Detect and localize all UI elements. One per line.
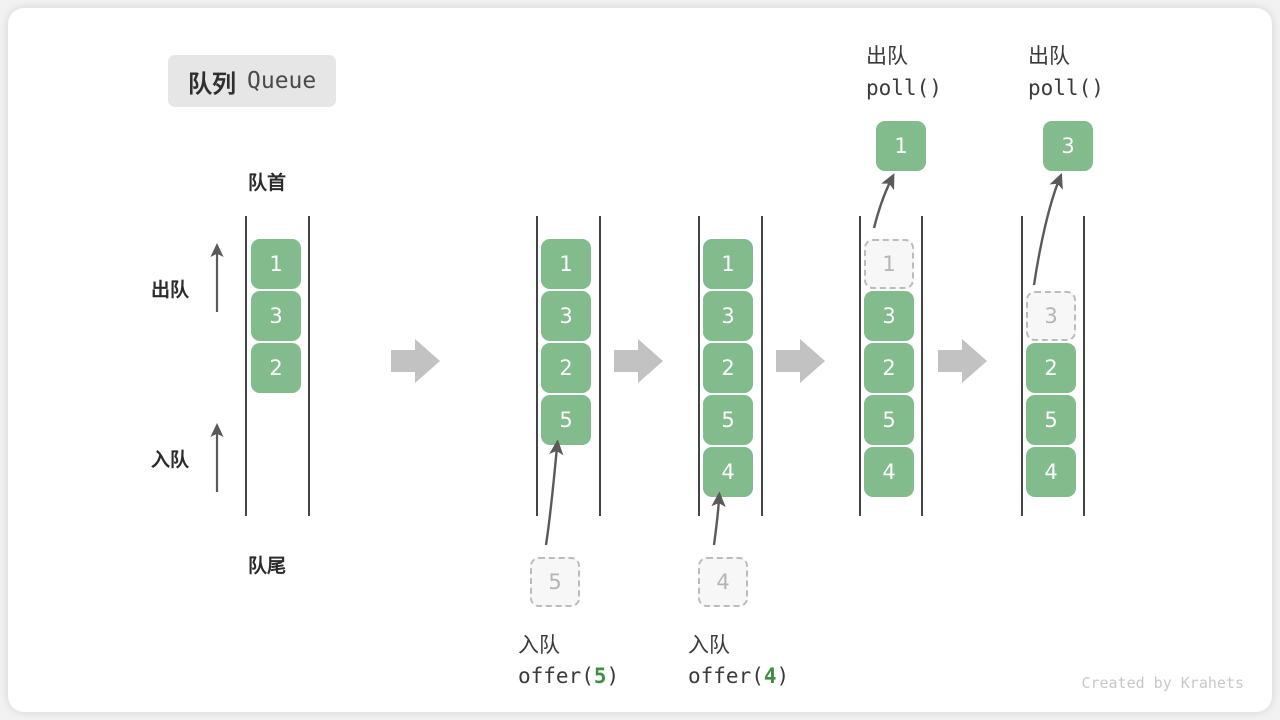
title-cn: 队列	[188, 69, 236, 98]
rail-left-c1	[245, 216, 247, 516]
title-en: Queue	[247, 68, 317, 94]
rail-left-c3	[698, 216, 700, 516]
label-front: 队首	[248, 172, 287, 194]
queue-cell: 2	[251, 343, 301, 393]
popped-cell: 1	[876, 121, 926, 171]
rail-right-c1	[308, 216, 310, 516]
queue-cell: 3	[864, 291, 914, 341]
queue-cell: 3	[251, 291, 301, 341]
queue-cell: 1	[251, 239, 301, 289]
incoming-ghost-cell: 5	[530, 557, 580, 607]
header-cn-poll1: 出队	[866, 44, 908, 68]
title-badge: 队列 Queue	[168, 55, 337, 107]
popped-cell: 3	[1043, 121, 1093, 171]
caption-cn-offer5: 入队	[518, 633, 560, 657]
queue-cell: 3	[541, 291, 591, 341]
code-arg: 5	[593, 664, 607, 688]
code-tail: )	[606, 664, 620, 688]
queue-cell: 2	[541, 343, 591, 393]
caption-code-offer4: offer(4)	[688, 664, 789, 688]
queue-cell: 3	[703, 291, 753, 341]
incoming-ghost-cell: 4	[698, 557, 748, 607]
label-rear: 队尾	[248, 555, 287, 577]
queue-cell: 5	[541, 395, 591, 445]
header-cn-poll3: 出队	[1028, 44, 1070, 68]
code-tail: )	[776, 664, 790, 688]
header-code-poll3: poll()	[1028, 76, 1104, 100]
queue-cell: 1	[541, 239, 591, 289]
diagram-card: 队列 Queue 队首 队尾 出队 入队 1 3 2 1 3 2 5 5 入队 …	[8, 8, 1272, 712]
label-dequeue: 出队	[151, 279, 190, 301]
rail-right-c4	[921, 216, 923, 516]
rail-left-c5	[1021, 216, 1023, 516]
code-arg: 4	[763, 664, 777, 688]
header-code-poll1: poll()	[866, 76, 942, 100]
queue-cell: 4	[1026, 447, 1076, 497]
rail-left-c4	[859, 216, 861, 516]
queue-cell: 1	[703, 239, 753, 289]
credit-text: Created by Krahets	[1081, 674, 1244, 692]
queue-cell-ghost: 3	[1026, 291, 1076, 341]
queue-cell: 4	[703, 447, 753, 497]
queue-cell: 2	[1026, 343, 1076, 393]
queue-cell-ghost: 1	[864, 239, 914, 289]
caption-code-offer5: offer(5)	[518, 664, 619, 688]
code-head: offer(	[518, 664, 594, 688]
queue-cell: 5	[703, 395, 753, 445]
code-head: offer(	[688, 664, 764, 688]
rail-right-c2	[599, 216, 601, 516]
rail-right-c3	[761, 216, 763, 516]
queue-cell: 2	[864, 343, 914, 393]
caption-cn-offer4: 入队	[688, 633, 730, 657]
rail-left-c2	[536, 216, 538, 516]
queue-cell: 5	[864, 395, 914, 445]
rail-right-c5	[1083, 216, 1085, 516]
label-enqueue: 入队	[151, 449, 190, 471]
queue-cell: 5	[1026, 395, 1076, 445]
queue-cell: 2	[703, 343, 753, 393]
queue-cell: 4	[864, 447, 914, 497]
